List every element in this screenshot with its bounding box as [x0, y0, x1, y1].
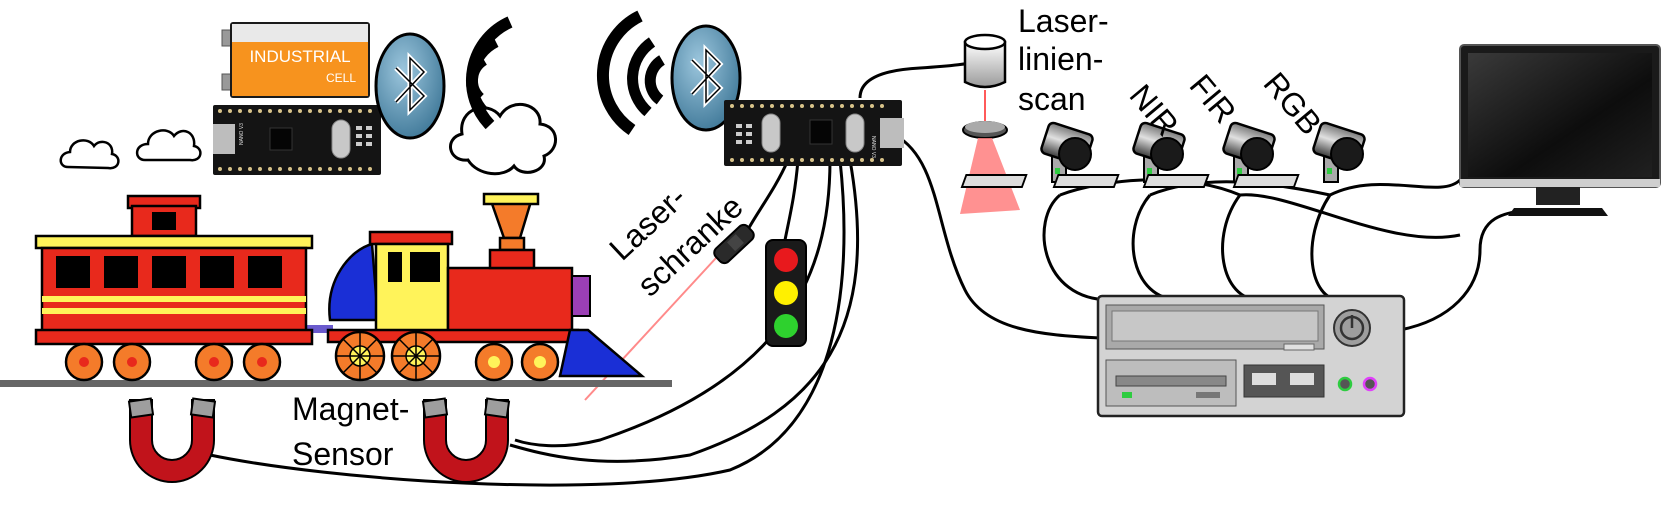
radio-waves-icon — [596, 10, 666, 135]
camera-icon — [1052, 121, 1186, 188]
traffic-light-icon — [765, 239, 807, 347]
arduino-board-left: NANO V3 — [213, 105, 381, 175]
bluetooth-icon — [374, 32, 446, 140]
arduino-board-right: NANO V3 — [724, 100, 904, 166]
camera-label-fir: FIR — [1183, 67, 1244, 130]
bluetooth-icon — [670, 24, 742, 132]
monitor-icon — [1459, 44, 1661, 216]
camera-icon — [1232, 121, 1366, 188]
magnet-sensor-label-1: Magnet- — [292, 391, 409, 427]
line-scan-label-1: Laser- — [1018, 3, 1109, 39]
magnet-icon — [421, 397, 511, 483]
wheel — [390, 330, 442, 382]
line-laser-icon — [960, 33, 1020, 214]
camera-icon — [1142, 121, 1276, 188]
cloud-icon — [135, 129, 202, 162]
pc-icon — [1096, 294, 1406, 418]
battery-label: INDUSTRIAL — [249, 47, 350, 66]
cloud-icon — [449, 103, 557, 176]
cables — [209, 58, 1541, 487]
battery-sublabel: CELL — [326, 71, 356, 85]
radio-waves-icon — [466, 16, 513, 130]
train-icon — [0, 192, 672, 387]
board-right-label: NANO V3 — [870, 136, 876, 158]
magnet-sensor-label-2: Sensor — [292, 436, 394, 472]
line-scan-label-2: linien- — [1018, 41, 1103, 77]
camera-label-rgb: RGB — [1257, 65, 1329, 141]
camera-icon — [960, 121, 1094, 188]
wheel — [334, 330, 386, 382]
board-left-label: NANO V3 — [239, 123, 245, 145]
battery-icon: INDUSTRIAL CELL — [221, 22, 370, 98]
cloud-icon — [59, 139, 120, 170]
magnet-icon — [127, 397, 217, 483]
line-scan-label-3: scan — [1018, 81, 1086, 117]
